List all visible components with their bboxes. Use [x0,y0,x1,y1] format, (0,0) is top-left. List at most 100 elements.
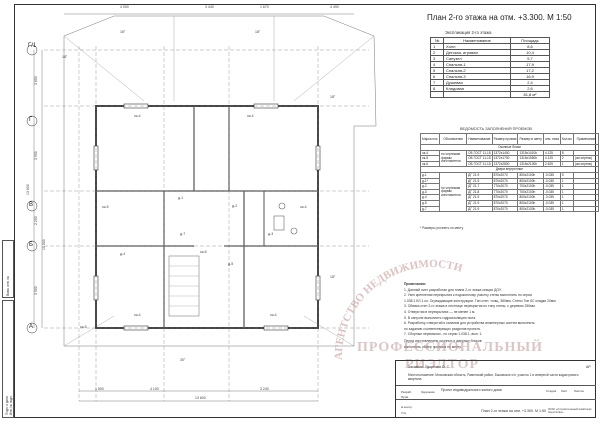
opening-mark-4: ок-4 [300,205,307,209]
door-mark-4: д-4 [120,252,126,256]
door-mark-2: д-2 [232,204,238,208]
note-line: 3. Обивка стен 2-го этажа в лестнице пер… [404,304,536,309]
cell: 800х2100h [517,205,544,213]
openings-header-designation: Обозначение [439,133,468,145]
note-line: 1. Данный лист разработан для плана 2-го… [404,287,502,292]
dim-left-1: 3 600 [34,76,38,85]
openings-header-qty: Кол-во [559,133,574,145]
openings-row: д-7 ДГ 21-9 870х2070 800х2100h -0.035 1 [419,205,599,213]
stamp-role: Утв. [401,411,407,415]
dim-bottom-1: 1 500 [95,387,104,391]
axis-label-v: В [29,202,34,208]
stamp-sheet: Лист [561,389,568,393]
side-stamp-block: Подп. и дата Инв. № подл. [2,300,14,418]
openings-header-mark: Марка поз. [419,133,441,145]
explication-caption: Экспликация 2-го этажа [445,30,492,35]
dim-top-4: 4 490 [330,5,339,9]
stamp-customer: Заказчик: Здорнова О. С. [408,365,451,369]
roof-slope-2: 18° [255,30,261,34]
note-line: 5. В санузле выполнить гидроизоляцию пол… [404,315,477,320]
door-mark-7: д-7 [180,232,186,236]
explication-total: 81,8 м² [510,91,550,98]
opening-mark-8: ок-5 [80,325,87,329]
openings-header-opening: Размер проема [491,133,519,145]
door-mark-5: д-5 [228,262,234,266]
roof-slope-4: 18° [330,95,336,99]
opening-mark-5: ок-6 [200,250,207,254]
agency-seal-watermark: АГЕНТСТВО НЕДВИЖИМОСТИ [333,258,464,360]
explication-total-row: 81,8 м² [430,91,550,98]
openings-header-note: Примечание [572,133,599,145]
note-line: 2. Узел крепления перекрытия к подоконно… [404,293,532,298]
side-stamp-text-2: Инв. № подл. [9,395,13,415]
stamp-role: Пров. [401,395,409,399]
roof-slope-6: 30° [180,358,186,362]
opening-mark-7: ок-4 [270,313,277,317]
openings-header-name: Наименование [466,133,493,145]
cell: д-7 [419,205,441,213]
dim-left-outer: 10 000 [42,239,46,250]
dim-bottom-total: 13 600 [195,396,206,400]
note-line: Перед изготовлением оконных и дверных бл… [404,338,482,343]
cell: ОБ ГОСТ 11-15 [466,149,493,157]
openings-table: Марка поз. Обозначение Наименование Разм… [419,133,599,213]
cell: ОБ ГОСТ 11-15 [466,160,493,168]
note-line: 4. Отверстия в перекрытиях — не менее 1 … [404,309,476,314]
cell: ОБ ГОСТ 11-15 [466,155,493,162]
stamp-address: Местоположение: Московская область, Раме… [408,373,579,381]
cell: -0.035 [542,205,561,213]
stamp-stage-val: АР [586,365,591,369]
stamp-sheet-title: План 2-го этажа на отм. +3.300. М 1:50 [481,409,546,413]
stamp-sheets: Листов [574,389,584,393]
roof-slope-5: 18° [330,275,336,279]
openings-row: д-1* ДГ 21-9 870х2070 800х2100h -0.035 1 [419,177,599,185]
notes-block: Примечания: 1. Данный лист разработан дл… [404,282,590,350]
dim-left-total: 13 600 [26,184,30,195]
dim-top-1: 4 000 [120,5,129,9]
drawing-title: План 2-го этажа на отм. +3.300. М 1:50 [427,13,572,22]
watermark-line-1: ПРОФЕССИОНАЛЬНЫЙ [357,340,543,355]
axis-label-g: Г [29,117,33,123]
openings-caption: ВЕДОМОСТЬ ЗАПОЛНЕНИЯ ПРОЕМОВ [460,127,532,131]
dim-bottom-2: 4 100 [150,387,159,391]
title-block: Заказчик: Здорнова О. С. АР Местоположен… [395,360,596,418]
openings-header-level: отм. низа [542,133,561,145]
door-mark-1: д-1 [178,196,184,200]
dim-left-2: 3 900 [34,151,38,160]
stamp-role: Н.контр. [401,405,413,409]
axis-label-g1: Г/1 [28,43,37,49]
roof-slope-3: 18° [62,55,68,59]
note-line: 6. Разработку отверстий и каналов для ус… [404,321,535,326]
door-mark-3: д-3 [268,232,274,236]
cell: 1 [559,205,574,213]
dim-left-3: 2 200 [34,216,38,225]
openings-header-clear: Размер в свету [517,133,544,145]
note-line: по заданию соответствующих разделов прое… [404,326,481,331]
opening-mark-1: ок-4 [134,114,141,118]
cell: по чертежам фирмы изготовителя [439,171,468,213]
note-line: 1.038.1 КЛ-1 кл. Ограждающие конструкции… [404,298,557,303]
roof-slope-1: 18° [120,30,126,34]
openings-row: ок-6 ОБ ГОСТ 11-15 1372х2800 1315х2100h … [419,160,599,168]
stamp-role: Разраб. [401,390,412,394]
dim-left-4: 3 900 [34,286,38,295]
axis-label-b: Б [29,242,33,248]
notes-heading: Примечания: [404,282,426,286]
note-line: 7. Сборные перемычки - по серии 1.038.1,… [404,332,483,337]
stamp-stage: Стадия [546,389,557,393]
note-line: выполнить обмер проемов по месту. [404,344,462,349]
dim-top-3: 1 670 [260,5,269,9]
stamp-name: Здорнова [421,390,435,394]
dim-bottom-3: 3 240 [260,387,269,391]
dim-top-2: 3 440 [205,5,214,9]
axis-label-a: А [29,324,34,330]
cell: по чертежам фирмы изготовителя [439,149,468,168]
side-stamp-text-3: Взам. инв. № [6,276,10,296]
cell: 870х2070 [491,205,519,213]
stamp-org: ООО «Строительный комплекс Агентство» [548,407,592,415]
opening-mark-3: ок-5 [102,205,109,209]
openings-footnote: * Размеры уточнить по месту [420,226,464,230]
side-stamp-block-upper: Взам. инв. № [2,240,14,298]
